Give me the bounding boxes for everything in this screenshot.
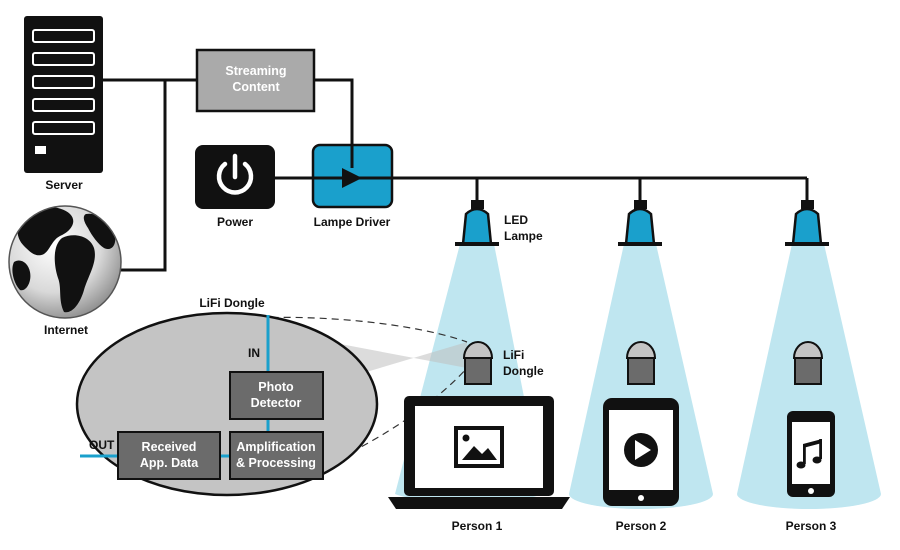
led-lamp-icon <box>618 200 662 246</box>
streaming-content-box: Streaming Content <box>195 48 316 113</box>
lampe-driver-label: Lampe Driver <box>314 215 391 229</box>
person-2-label: Person 2 <box>616 519 667 533</box>
tablet-icon <box>603 398 679 506</box>
power-label: Power <box>217 215 253 229</box>
amplification-line1: Amplification <box>236 440 315 454</box>
play-icon <box>635 440 651 460</box>
person-1-label: Person 1 <box>452 519 503 533</box>
amplification-line2: & Processing <box>236 456 316 470</box>
globe-icon <box>8 205 122 319</box>
server-label: Server <box>45 178 83 192</box>
lifi-dongle-label-line1: LiFi <box>503 348 524 362</box>
music-note-icon <box>796 439 822 469</box>
laptop-icon <box>388 396 570 509</box>
internet-label: Internet <box>44 323 88 337</box>
photo-detector-line2: Detector <box>251 396 302 410</box>
in-label: IN <box>248 346 260 360</box>
led-lampe-label-line1: LED <box>504 213 528 227</box>
led-lamp-icon <box>455 200 499 246</box>
person-3-label: Person 3 <box>786 519 837 533</box>
power-icon <box>195 145 275 209</box>
lifi-dongle-icon <box>792 341 824 385</box>
lifi-dongle-icon <box>625 341 657 385</box>
received-data-line1: Received <box>142 440 197 454</box>
led-lampe-label-line2: Lampe <box>504 229 543 243</box>
lifi-dongle-title: LiFi Dongle <box>199 296 265 310</box>
out-label: OUT <box>89 438 115 452</box>
driver-arrow-icon <box>342 168 362 188</box>
lampe-driver-box <box>311 143 394 209</box>
server-icon <box>24 16 103 173</box>
photo-detector-line1: Photo <box>258 380 294 394</box>
received-data-line2: App. Data <box>140 456 199 470</box>
led-lamp-icon <box>785 200 829 246</box>
lifi-dongle-detail <box>75 311 379 497</box>
lifi-dongle-label-line2: Dongle <box>503 364 544 378</box>
smartphone-icon <box>787 411 835 497</box>
streaming-content-line1: Streaming <box>225 64 286 78</box>
lifi-dongle-icon <box>462 341 494 385</box>
streaming-content-line2: Content <box>232 80 280 94</box>
